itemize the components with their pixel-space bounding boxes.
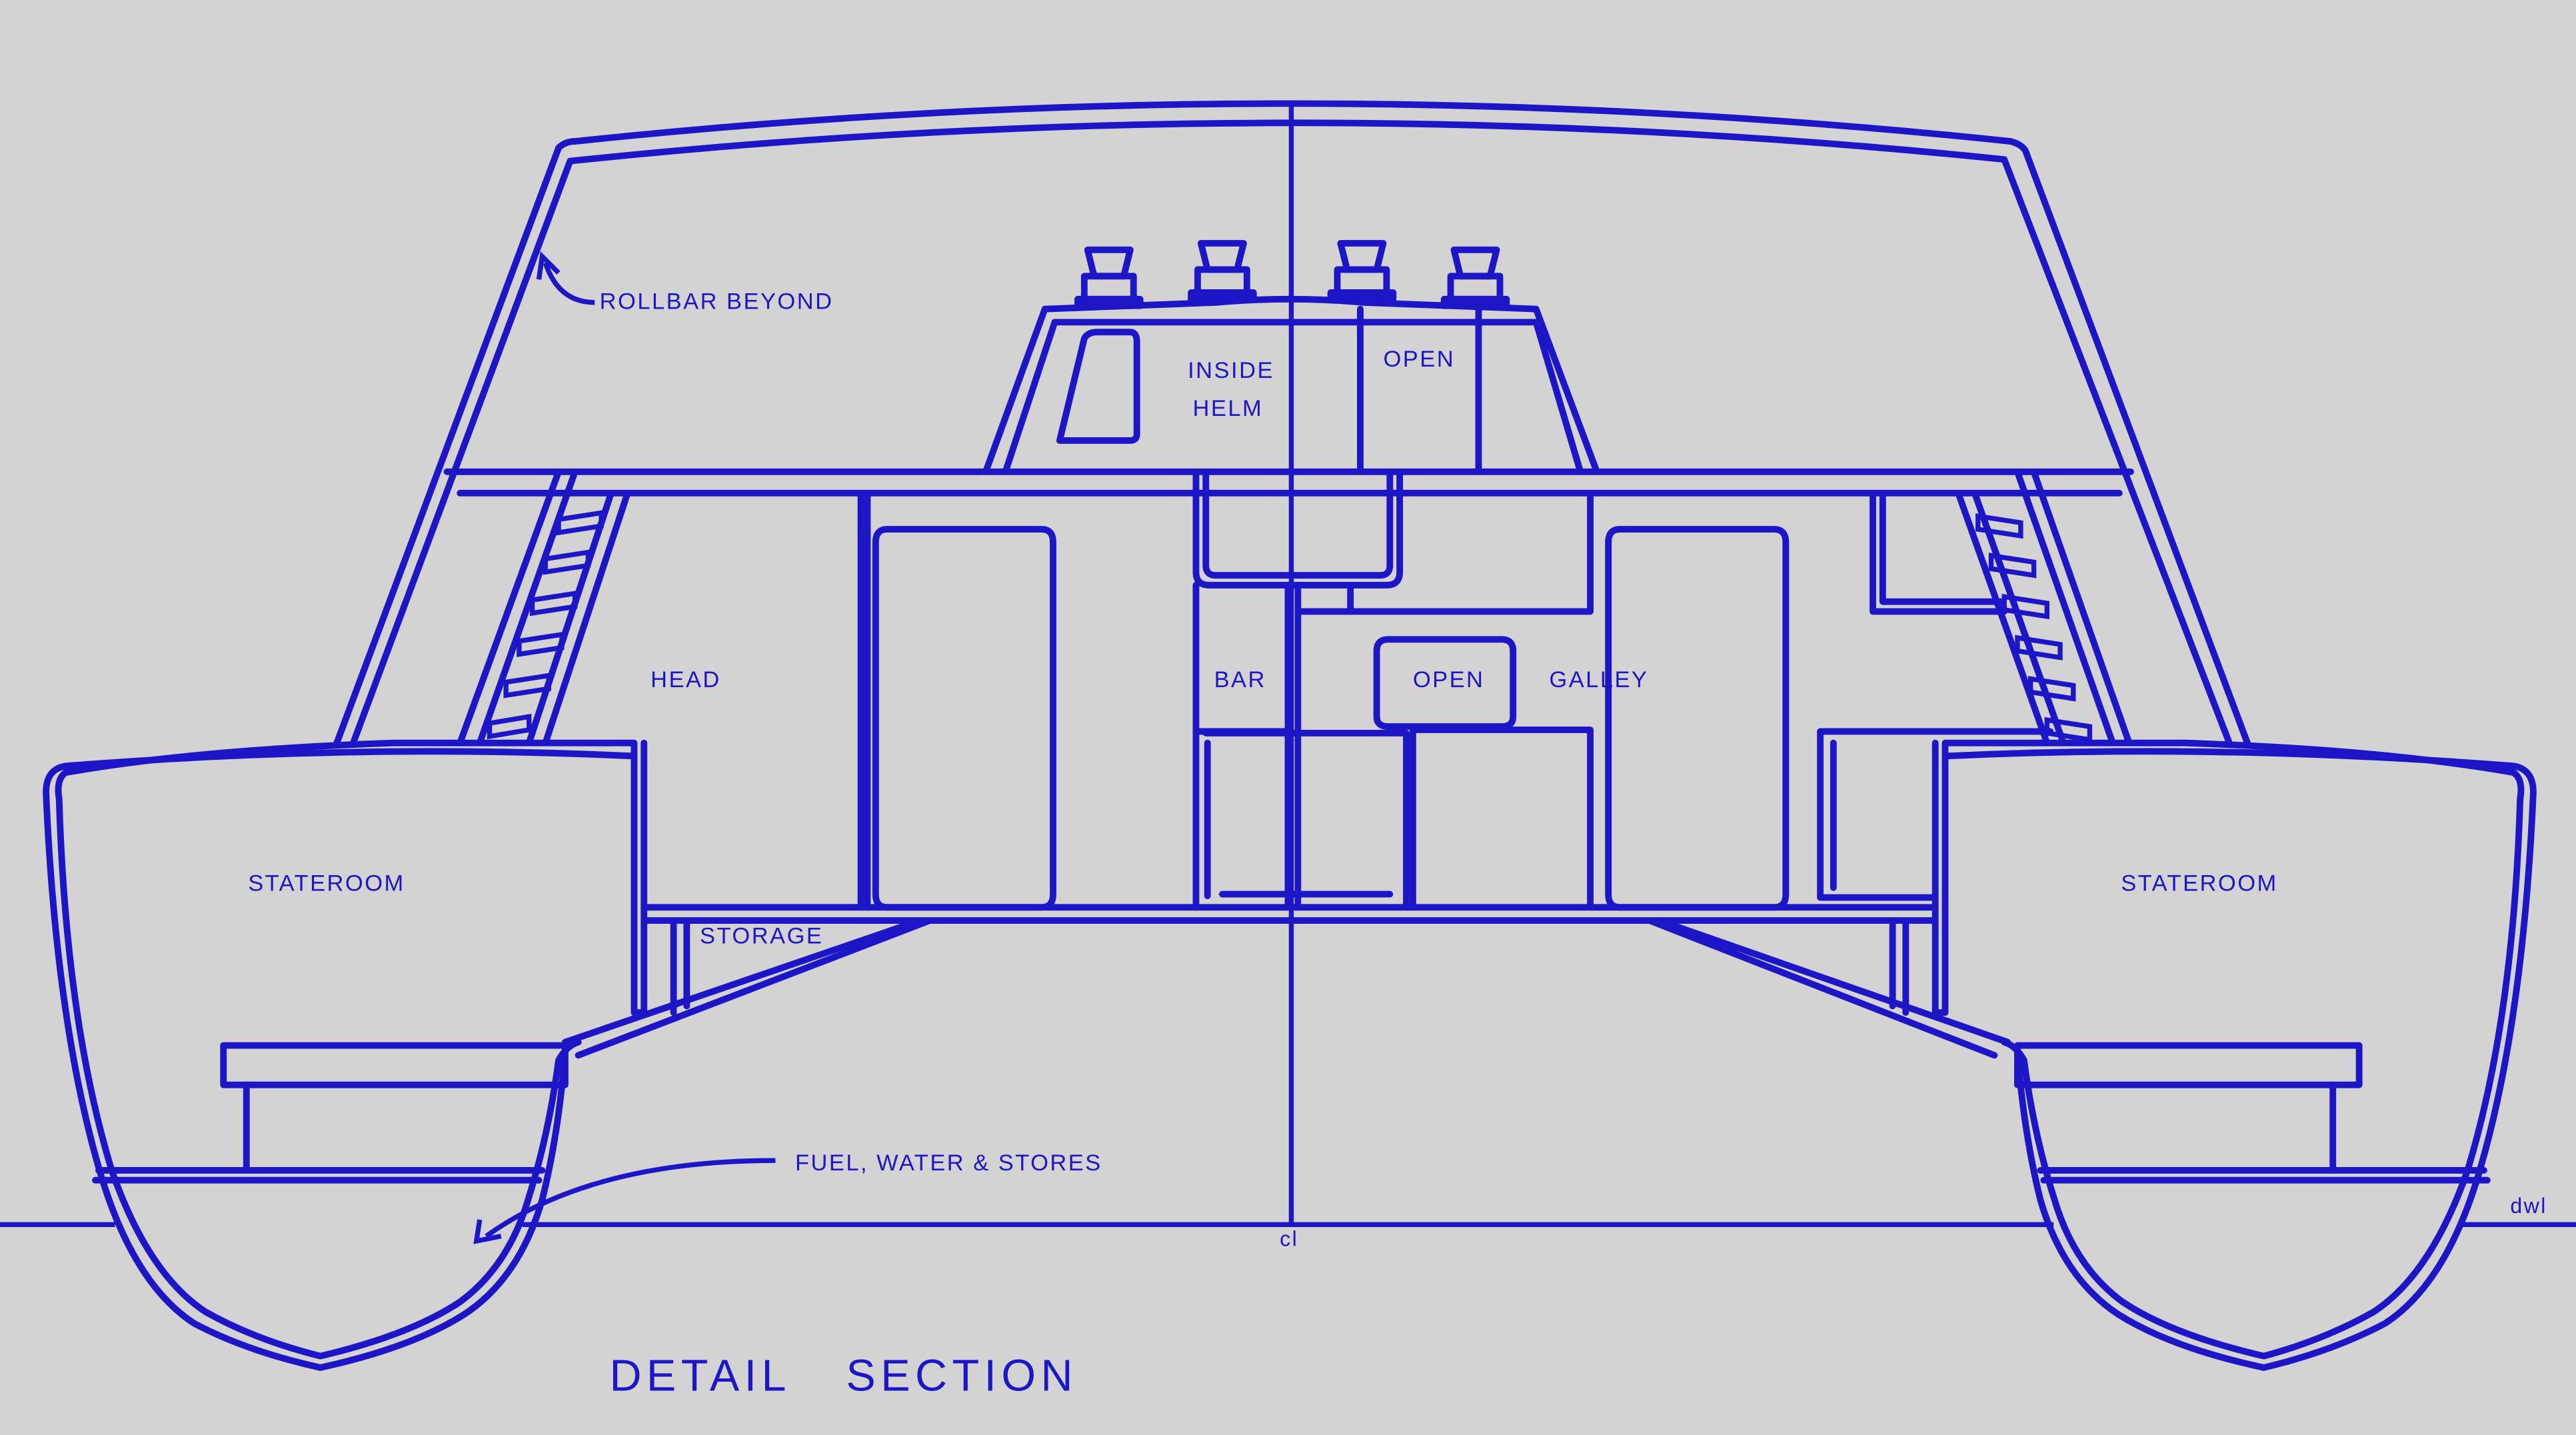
rollbar-label: ROLLBAR BEYOND xyxy=(600,289,834,315)
title-word-detail: DETAIL xyxy=(609,1351,790,1400)
berth-right xyxy=(2013,1042,2363,1088)
winch-icon xyxy=(1440,246,1510,309)
winch-icon xyxy=(1074,246,1144,309)
stateroom-right-label: STATEROOM xyxy=(2121,871,2278,896)
galley-label: GALLEY xyxy=(1549,667,1648,693)
bar-label: BAR xyxy=(1214,667,1266,693)
door-right xyxy=(1605,526,1790,911)
winch-icon xyxy=(1188,240,1257,303)
winches xyxy=(1074,240,1510,309)
winch-icon xyxy=(1327,240,1397,303)
rollbar-leader-arrow xyxy=(536,251,595,305)
open-upper-label: OPEN xyxy=(1383,347,1455,372)
helm-window xyxy=(1056,329,1140,444)
fuel-water-stores-label: FUEL, WATER & STORES xyxy=(795,1150,1102,1176)
head-label: HEAD xyxy=(650,667,721,693)
ladder-right xyxy=(1955,468,2133,746)
berth-left xyxy=(220,1042,569,1088)
door-left xyxy=(872,526,1056,911)
fuel-leader-arrow xyxy=(473,1158,776,1244)
open-lower-label: OPEN xyxy=(1413,667,1485,693)
open-counter xyxy=(1373,636,1517,730)
waterline-label: dwl xyxy=(2510,1194,2547,1218)
storage-label: STORAGE xyxy=(700,924,823,949)
inside-helm-label-line2: HELM xyxy=(1193,396,1264,421)
title-word-section: SECTION xyxy=(846,1351,1078,1400)
stateroom-left-label: STATEROOM xyxy=(248,871,405,896)
ladder-left xyxy=(457,468,631,746)
inside-helm-label-line1: INSIDE xyxy=(1188,358,1274,383)
hull-left xyxy=(43,739,648,1371)
hull-right xyxy=(1932,739,2537,1371)
centerline-label: cl xyxy=(1280,1226,1298,1250)
interior xyxy=(857,468,2054,911)
